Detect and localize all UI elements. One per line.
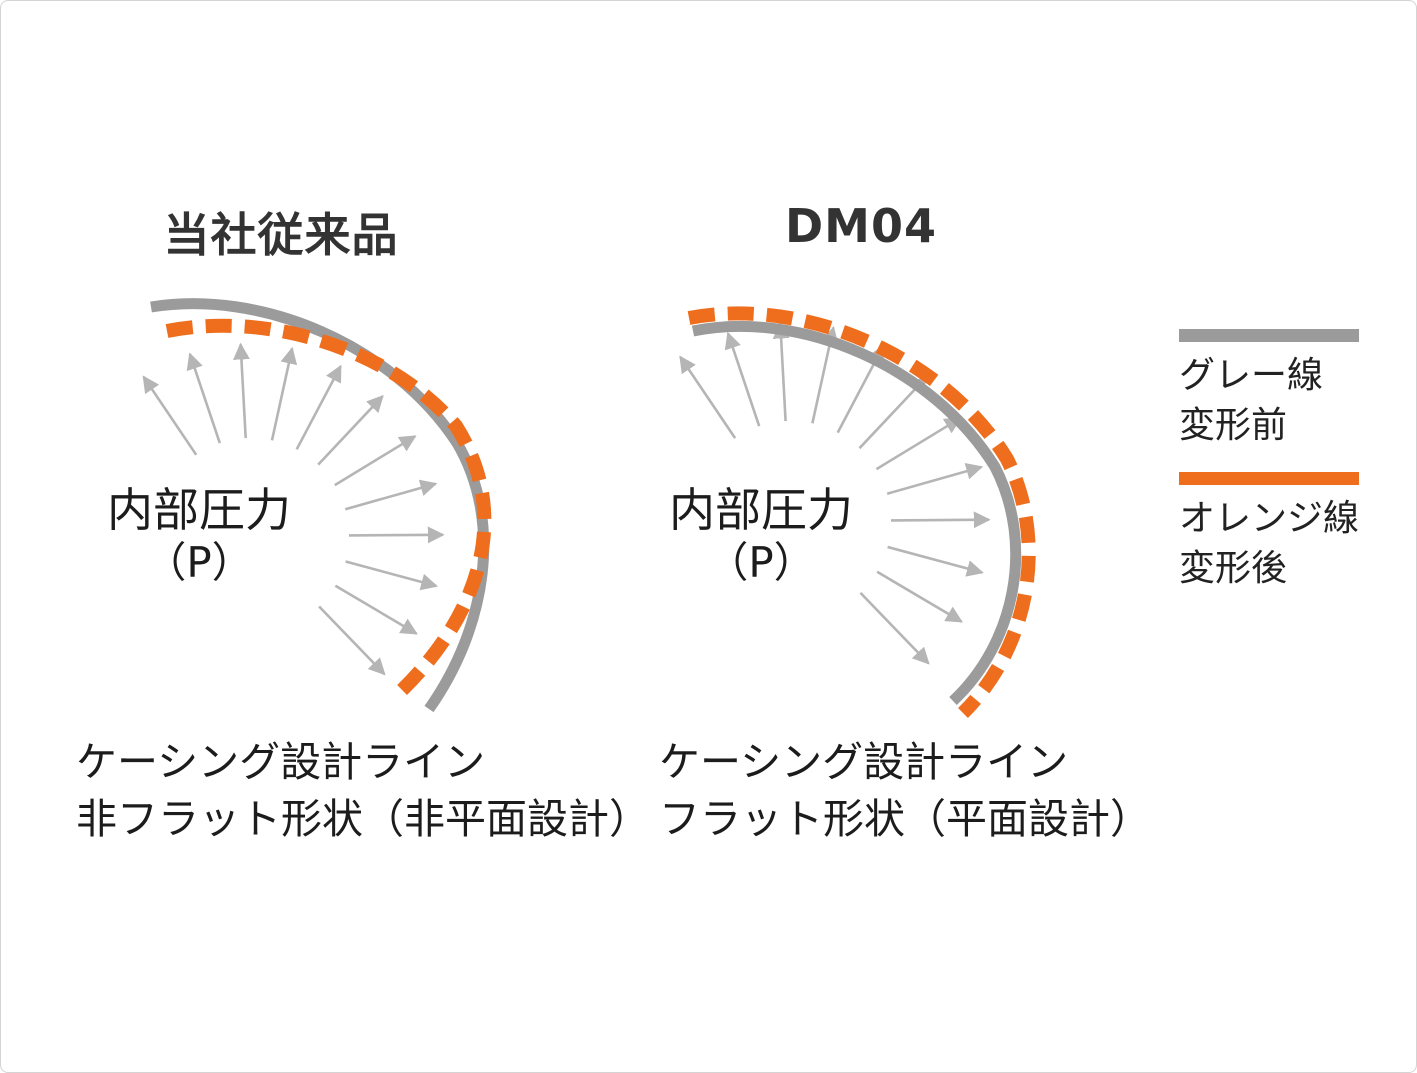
legend-orange-label: オレンジ線	[1179, 497, 1360, 539]
left-pressure-arrow	[344, 479, 438, 511]
right-pressure-arrow	[887, 545, 984, 577]
right-pressure-arrow	[890, 511, 991, 529]
left-pressure-arrow	[348, 526, 445, 544]
left-panel-title: 当社従来品	[163, 208, 399, 262]
right-pressure-arrow	[772, 321, 790, 422]
left-pressure-arrow	[334, 435, 417, 487]
left-pressure-arrow	[142, 375, 198, 456]
right-pressure-arrow	[679, 355, 737, 439]
right-caption: ケーシング設計ライン フラット形状（平面設計）	[659, 734, 1151, 847]
left-caption: ケーシング設計ライン 非フラット形状（非平面設計）	[76, 734, 650, 847]
left-pressure-arrow	[232, 342, 250, 439]
left-pressure-arrow	[334, 584, 418, 635]
left-pressure-arrow	[270, 346, 298, 441]
right-before-deformation-line	[691, 320, 1022, 706]
left-caption-line2: 非フラット形状（非平面設計）	[76, 794, 650, 843]
legend-before-label: 変形前	[1179, 405, 1288, 447]
right-caption-line1: ケーシング設計ライン	[659, 738, 1069, 786]
legend-gray-label: グレー線	[1179, 355, 1324, 396]
right-pressure-arrow	[724, 331, 761, 427]
right-pressure-text: 内部圧力	[669, 483, 853, 537]
left-pressure-arrow	[317, 394, 384, 466]
right-pressure-arrow	[876, 570, 963, 623]
left-pressure-arrow	[318, 605, 386, 676]
legend-after-label: 変形後	[1179, 548, 1288, 590]
right-pressure-arrow	[875, 417, 962, 471]
gray-line-swatch	[1179, 329, 1359, 342]
left-after-deformation-line	[165, 318, 492, 699]
left-pressure-arrow	[295, 364, 342, 450]
right-pressure-symbol: （P）	[706, 538, 816, 588]
left-caption-line1: ケーシング設計ライン	[76, 738, 486, 786]
left-pressure-symbol: （P）	[144, 538, 254, 588]
right-after-deformation-line	[687, 306, 1036, 718]
legend: グレー線 変形前 オレンジ線 変形後	[1179, 329, 1379, 595]
right-pressure-arrow	[859, 591, 930, 665]
left-before-deformation-line	[150, 298, 490, 713]
left-pressure-text: 内部圧力	[107, 483, 291, 537]
right-caption-line2: フラット形状（平面設計）	[659, 794, 1151, 843]
left-pressure-arrow	[345, 560, 439, 591]
left-pressure-arrow	[186, 352, 222, 444]
orange-line-swatch	[1179, 471, 1359, 485]
left-pressure-label: 内部圧力 （P）	[79, 483, 319, 589]
right-pressure-arrow	[886, 463, 984, 495]
right-pressure-label: 内部圧力 （P）	[641, 483, 881, 589]
right-panel-title: DM04	[785, 199, 937, 253]
